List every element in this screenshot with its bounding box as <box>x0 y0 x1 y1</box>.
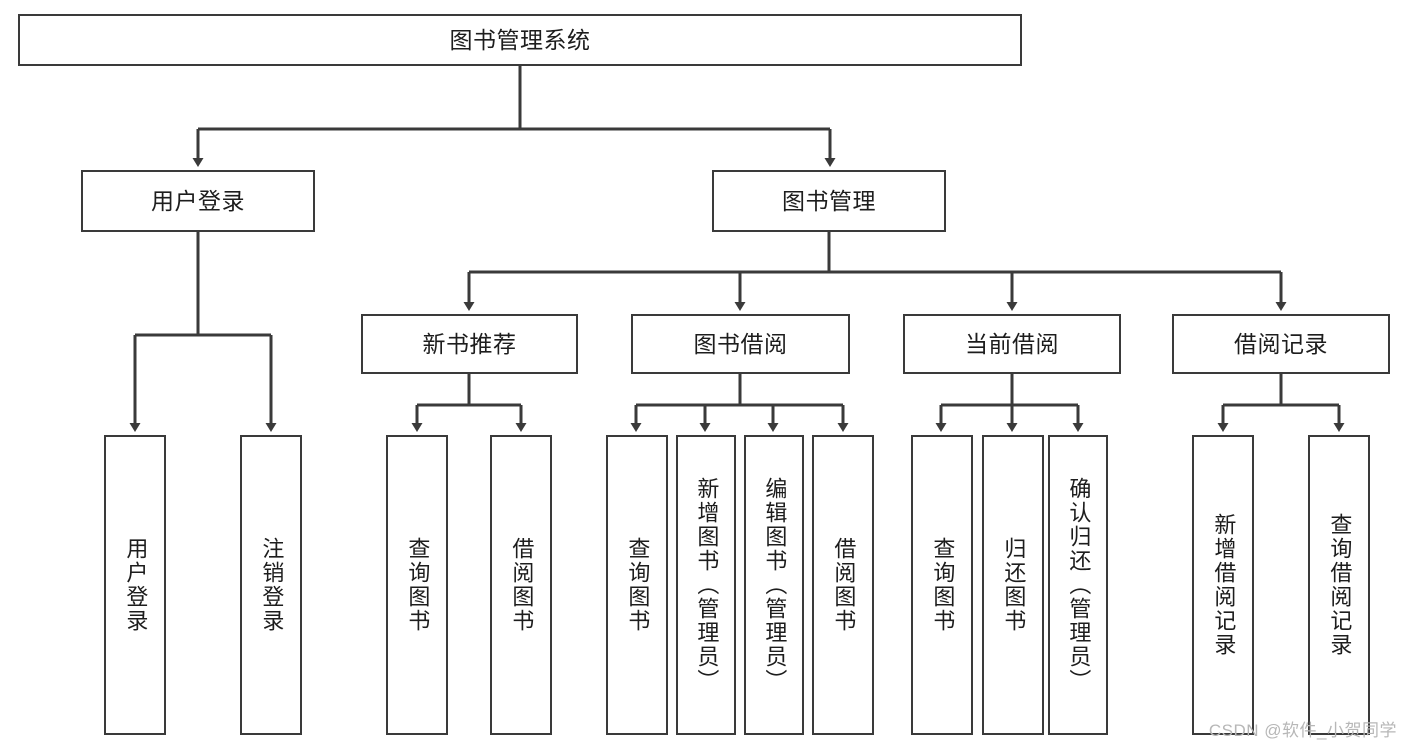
leaf-edit-book-admin-label: 编辑图书（管理员） <box>762 477 788 693</box>
node-borrow-records[interactable]: 借阅记录 <box>1172 314 1390 374</box>
watermark-text: CSDN @软件_小贺同学 <box>1208 721 1397 740</box>
leaf-borrow-book-recommend[interactable]: 借阅图书 <box>490 435 552 735</box>
leaf-logout[interactable]: 注销登录 <box>240 435 302 735</box>
node-new-book-recommend-label: 新书推荐 <box>422 330 517 357</box>
node-book-management[interactable]: 图书管理 <box>712 170 946 232</box>
leaf-query-book-recommend[interactable]: 查询图书 <box>386 435 448 735</box>
node-book-borrow[interactable]: 图书借阅 <box>631 314 850 374</box>
leaf-logout-label: 注销登录 <box>259 537 285 633</box>
leaf-query-borrow-record-label: 查询借阅记录 <box>1327 513 1353 657</box>
leaf-confirm-return-admin[interactable]: 确认归还（管理员） <box>1048 435 1108 735</box>
node-book-borrow-label: 图书借阅 <box>693 330 788 357</box>
node-root-label: 图书管理系统 <box>449 26 591 53</box>
leaf-add-book-admin-label: 新增图书（管理员） <box>694 477 720 693</box>
node-book-management-label: 图书管理 <box>782 187 876 214</box>
leaf-query-book-recommend-label: 查询图书 <box>405 537 431 633</box>
leaf-query-book-borrow-label: 查询图书 <box>625 537 651 633</box>
leaf-add-book-admin[interactable]: 新增图书（管理员） <box>676 435 736 735</box>
leaf-borrow-book-label: 借阅图书 <box>831 537 857 633</box>
leaf-confirm-return-admin-label: 确认归还（管理员） <box>1066 477 1092 693</box>
leaf-add-borrow-record-label: 新增借阅记录 <box>1211 513 1237 657</box>
leaf-return-book[interactable]: 归还图书 <box>982 435 1044 735</box>
leaf-return-book-label: 归还图书 <box>1001 537 1027 633</box>
node-user-login[interactable]: 用户登录 <box>81 170 315 232</box>
leaf-query-book-current-label: 查询图书 <box>930 537 956 633</box>
node-new-book-recommend[interactable]: 新书推荐 <box>361 314 578 374</box>
leaf-user-login-label: 用户登录 <box>123 537 149 633</box>
node-current-borrow[interactable]: 当前借阅 <box>903 314 1121 374</box>
node-root[interactable]: 图书管理系统 <box>18 14 1022 66</box>
leaf-add-borrow-record[interactable]: 新增借阅记录 <box>1192 435 1254 735</box>
leaf-borrow-book[interactable]: 借阅图书 <box>812 435 874 735</box>
leaf-query-borrow-record[interactable]: 查询借阅记录 <box>1308 435 1370 735</box>
node-borrow-records-label: 借阅记录 <box>1234 330 1328 357</box>
node-user-login-label: 用户登录 <box>151 187 245 214</box>
leaf-query-book-current[interactable]: 查询图书 <box>911 435 973 735</box>
leaf-user-login[interactable]: 用户登录 <box>104 435 166 735</box>
leaf-borrow-book-recommend-label: 借阅图书 <box>509 537 535 633</box>
leaf-query-book-borrow[interactable]: 查询图书 <box>606 435 668 735</box>
leaf-edit-book-admin[interactable]: 编辑图书（管理员） <box>744 435 804 735</box>
node-current-borrow-label: 当前借阅 <box>965 330 1059 357</box>
